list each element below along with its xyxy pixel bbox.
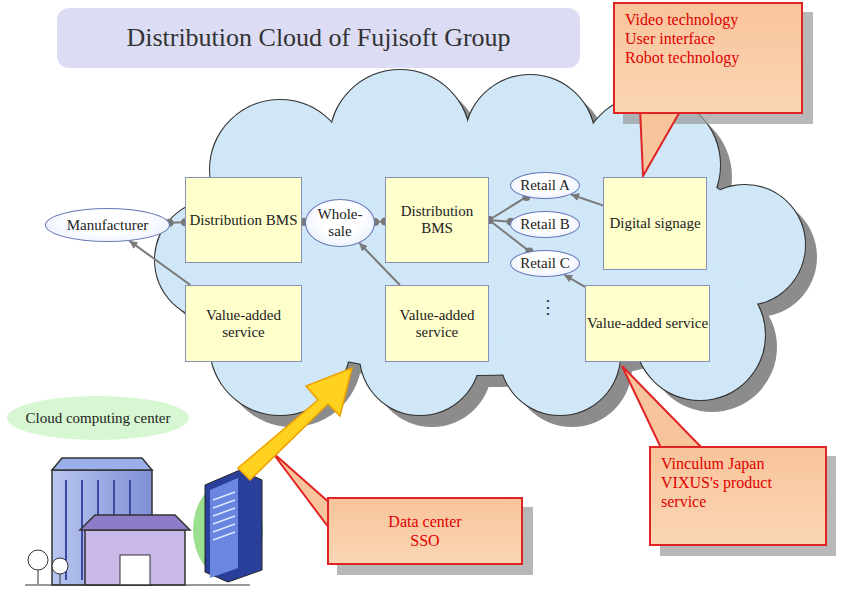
- callout-box: Video technologyUser interfaceRobot tech…: [613, 2, 803, 114]
- service-box: Value-added service: [385, 285, 489, 362]
- node-text: User interface: [625, 29, 715, 48]
- callout-box: Vinculum JapanVIXUS's product service: [649, 446, 827, 546]
- service-arrow: [571, 195, 603, 206]
- process-box: Distribution BMS: [385, 177, 489, 263]
- node-text: Manufacturer: [67, 217, 149, 234]
- node-text: VIXUS's product service: [661, 473, 815, 511]
- service-box: Value-added service: [185, 285, 302, 362]
- node-text: Cloud computing center: [26, 410, 171, 427]
- node-text: Value-added service: [386, 307, 488, 341]
- retail-ellipse: Retail C: [510, 250, 580, 277]
- node-text: Retail C: [520, 255, 570, 272]
- process-box: Distribution BMS: [185, 177, 302, 263]
- node-text: SSO: [410, 531, 439, 550]
- node-text: Robot technology: [625, 48, 739, 67]
- center-ellipse: Cloud computing center: [7, 396, 188, 440]
- building-icon: [25, 458, 250, 585]
- deploy-arrow: [238, 368, 352, 480]
- retail-ellipse: Retail A: [510, 172, 580, 199]
- service-arrow: [129, 241, 190, 285]
- signage-box: Digital signage: [603, 177, 706, 270]
- node-text: Distribution BMS: [190, 212, 298, 229]
- node-text: Whole-sale: [306, 206, 374, 240]
- node-text: Value-added service: [587, 315, 708, 332]
- service-arrow: [564, 275, 585, 287]
- retail-ellipse: Retail B: [510, 211, 580, 238]
- node-text: Video technology: [625, 10, 738, 29]
- server-icon: [193, 470, 263, 582]
- node-text: Vinculum Japan: [661, 454, 764, 473]
- service-box: Value-added service: [585, 285, 710, 362]
- node-text: Data center: [388, 512, 461, 531]
- source-ellipse: Manufacturer: [45, 208, 170, 242]
- node-text: Retail A: [520, 177, 570, 194]
- party-ellipse: Whole-sale: [305, 199, 375, 247]
- node-text: Distribution BMS: [386, 203, 488, 237]
- title-band: Distribution Cloud of Fujisoft Group: [57, 8, 580, 68]
- node-text: Retail B: [520, 216, 570, 233]
- node-text: Digital signage: [609, 215, 700, 232]
- callout-box: Data centerSSO: [327, 497, 523, 565]
- node-text: Value-added service: [186, 307, 301, 341]
- ellipsis-mark: ⋮: [539, 296, 557, 318]
